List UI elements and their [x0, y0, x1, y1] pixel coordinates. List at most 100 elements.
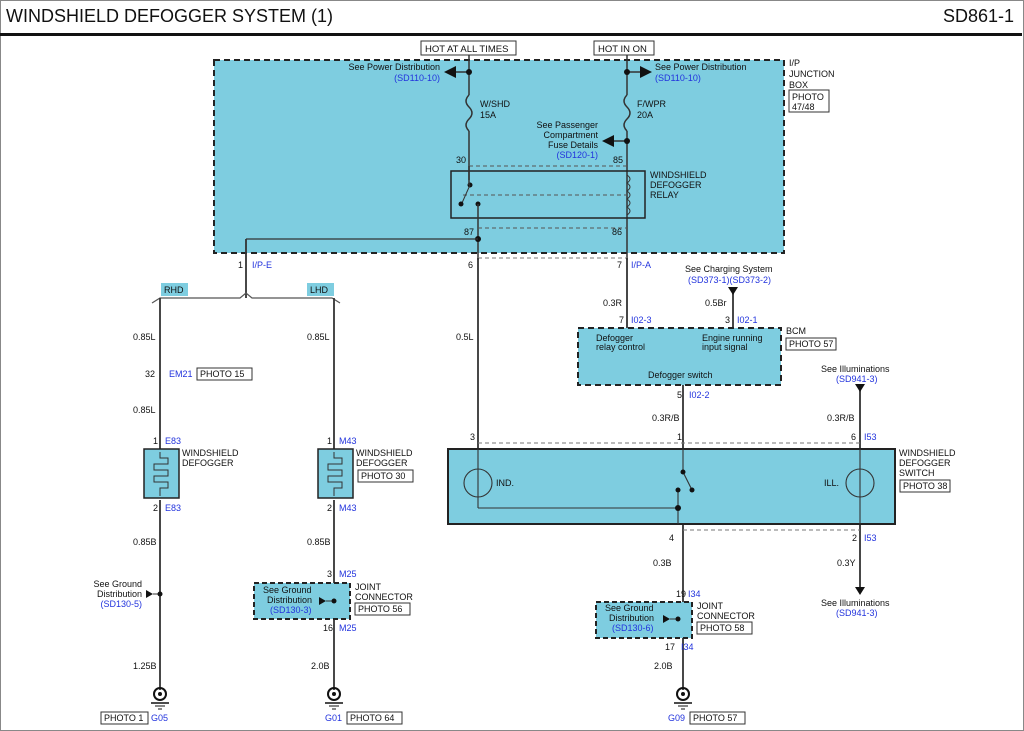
wire-rhd-a: 0.85L [133, 332, 156, 342]
switch-ill-label: ILL. [824, 478, 839, 488]
svg-text:G09: G09 [668, 713, 685, 723]
i34-19-pin: 19 [676, 589, 686, 599]
ground-ref-rhd[interactable]: See Ground Distribution (SD130-5) [93, 579, 163, 609]
wire-lhd-a: 0.85L [307, 332, 330, 342]
page-title: WINDSHIELD DEFOGGER SYSTEM (1) [6, 6, 334, 26]
i02-3-pin: 7 [619, 315, 624, 325]
i02-2-connector: I02-2 [689, 390, 710, 400]
svg-text:W/SHD: W/SHD [480, 99, 510, 109]
bcm-defogger-switch: Defogger switch [648, 370, 713, 380]
svg-text:(SD130-6): (SD130-6) [612, 623, 654, 633]
switch-ind-label: IND. [496, 478, 514, 488]
svg-text:CONNECTOR: CONNECTOR [355, 592, 413, 602]
wire-ill-out: 0.3Y [837, 558, 856, 568]
ip6-pin: 6 [468, 260, 473, 270]
i02-3-connector: I02-3 [631, 315, 652, 325]
page-code: SD861-1 [942, 6, 1014, 26]
svg-text:87: 87 [464, 227, 474, 237]
svg-text:WINDSHIELD: WINDSHIELD [182, 448, 239, 458]
ground-g09: G09 PHOTO 57 [668, 687, 746, 725]
svg-text:CONNECTOR: CONNECTOR [697, 611, 755, 621]
wire-relay-ctl: 0.3R [603, 298, 623, 308]
svg-text:(SD941-3): (SD941-3) [836, 374, 878, 384]
svg-text:BOX: BOX [789, 80, 808, 90]
i02-2-pin: 5 [677, 390, 682, 400]
i34-17-connector: I34 [681, 642, 694, 652]
svg-text:JOINT: JOINT [697, 601, 724, 611]
svg-text:1: 1 [327, 436, 332, 446]
i53-6-pin: 6 [851, 432, 856, 442]
svg-text:HOT AT ALL TIMES: HOT AT ALL TIMES [425, 44, 508, 55]
wire-ill-in: 0.3R/B [827, 413, 855, 423]
svg-text:(SD373-1)(SD373-2): (SD373-1)(SD373-2) [688, 275, 771, 285]
svg-text:1: 1 [153, 436, 158, 446]
charging-system-ref[interactable]: See Charging System (SD373-1)(SD373-2) [685, 264, 773, 285]
joint-connector-i34: See Ground Distribution (SD130-6) JOINT … [595, 601, 755, 639]
bcm-engine-running-2: input signal [702, 342, 748, 352]
m25-16-connector: M25 [339, 623, 357, 633]
svg-text:(SD110-10): (SD110-10) [655, 73, 701, 83]
power-ref-left[interactable]: See Power Distribution (SD110-10) [348, 62, 440, 83]
illuminations-ref-out[interactable]: See Illuminations (SD941-3) [821, 598, 890, 618]
power-ref-right[interactable]: See Power Distribution (SD110-10) [655, 62, 747, 83]
rhd-label: RHD [164, 285, 184, 295]
fuse-details-ref[interactable]: See Passenger Compartment Fuse Details (… [536, 120, 598, 160]
sw3-pin: 3 [470, 432, 475, 442]
svg-text:(SD110-10): (SD110-10) [394, 73, 440, 83]
m25-3-connector: M25 [339, 569, 357, 579]
ground-g01: G01 PHOTO 64 [325, 687, 403, 725]
svg-text:JOINT: JOINT [355, 582, 382, 592]
svg-text:JUNCTION: JUNCTION [789, 69, 835, 79]
svg-text:PHOTO 64: PHOTO 64 [350, 713, 394, 723]
wire-sw-gnd1: 0.3B [653, 558, 672, 568]
svg-text:Fuse Details: Fuse Details [548, 140, 599, 150]
svg-text:See Ground: See Ground [605, 603, 654, 613]
wire-rhd-gnd2: 1.25B [133, 661, 157, 671]
m25-3-pin: 3 [327, 569, 332, 579]
svg-text:15A: 15A [480, 110, 496, 120]
svg-text:PHOTO: PHOTO [792, 92, 824, 102]
svg-text:Distribution: Distribution [267, 595, 312, 605]
svg-text:HOT IN ON: HOT IN ON [598, 44, 647, 55]
svg-text:PHOTO 56: PHOTO 56 [358, 604, 402, 614]
i53-6-connector: I53 [864, 432, 877, 442]
illuminations-ref-in[interactable]: See Illuminations (SD941-3) [821, 364, 890, 384]
svg-text:See Ground: See Ground [263, 585, 312, 595]
svg-text:DEFOGGER: DEFOGGER [650, 180, 702, 190]
fuse-fwpr: F/WPR 20A [637, 99, 666, 120]
svg-text:G05: G05 [151, 713, 168, 723]
i02-1-connector: I02-1 [737, 315, 758, 325]
svg-text:I/P: I/P [789, 58, 800, 68]
title-bar: WINDSHIELD DEFOGGER SYSTEM (1) SD861-1 [0, 0, 1022, 36]
svg-text:PHOTO 30: PHOTO 30 [361, 471, 405, 481]
svg-text:E83: E83 [165, 436, 181, 446]
em21-connector: EM21 [169, 369, 193, 379]
svg-text:Distribution: Distribution [609, 613, 654, 623]
joint-connector-m25: See Ground Distribution (SD130-3) JOINT … [253, 582, 413, 620]
svg-text:M43: M43 [339, 503, 357, 513]
svg-text:47/48: 47/48 [792, 102, 815, 112]
svg-text:E83: E83 [165, 503, 181, 513]
svg-text:Distribution: Distribution [97, 589, 142, 599]
bcm-relay-control: Defogger [596, 333, 633, 343]
junction-box-label: I/P JUNCTION BOX PHOTO 47/48 [788, 58, 835, 113]
svg-text:See Illuminations: See Illuminations [821, 598, 890, 608]
ground-g05: PHOTO 1 G05 [100, 687, 169, 725]
svg-text:RELAY: RELAY [650, 190, 679, 200]
svg-text:See Illuminations: See Illuminations [821, 364, 890, 374]
svg-text:(SD130-5): (SD130-5) [100, 599, 142, 609]
svg-text:WINDSHIELD: WINDSHIELD [356, 448, 413, 458]
sw1-pin: 1 [677, 432, 682, 442]
bcm-engine-running: Engine running [702, 333, 763, 343]
wire-lhd-gnd2: 2.0B [311, 661, 330, 671]
svg-text:(SD941-3): (SD941-3) [836, 608, 878, 618]
fuse-wshd: W/SHD 15A [480, 99, 510, 120]
svg-text:See Passenger: See Passenger [536, 120, 598, 130]
wire-eng-run: 0.5Br [705, 298, 727, 308]
svg-text:See Ground: See Ground [93, 579, 142, 589]
ipa-pin: 7 [617, 260, 622, 270]
windshield-defogger-rhd: 1 E83 WINDSHIELD DEFOGGER 2 E83 [143, 436, 239, 513]
windshield-defogger-relay: WINDSHIELD DEFOGGER RELAY 30 85 87 86 [450, 155, 707, 260]
ipa-connector: I/P-A [631, 260, 651, 270]
